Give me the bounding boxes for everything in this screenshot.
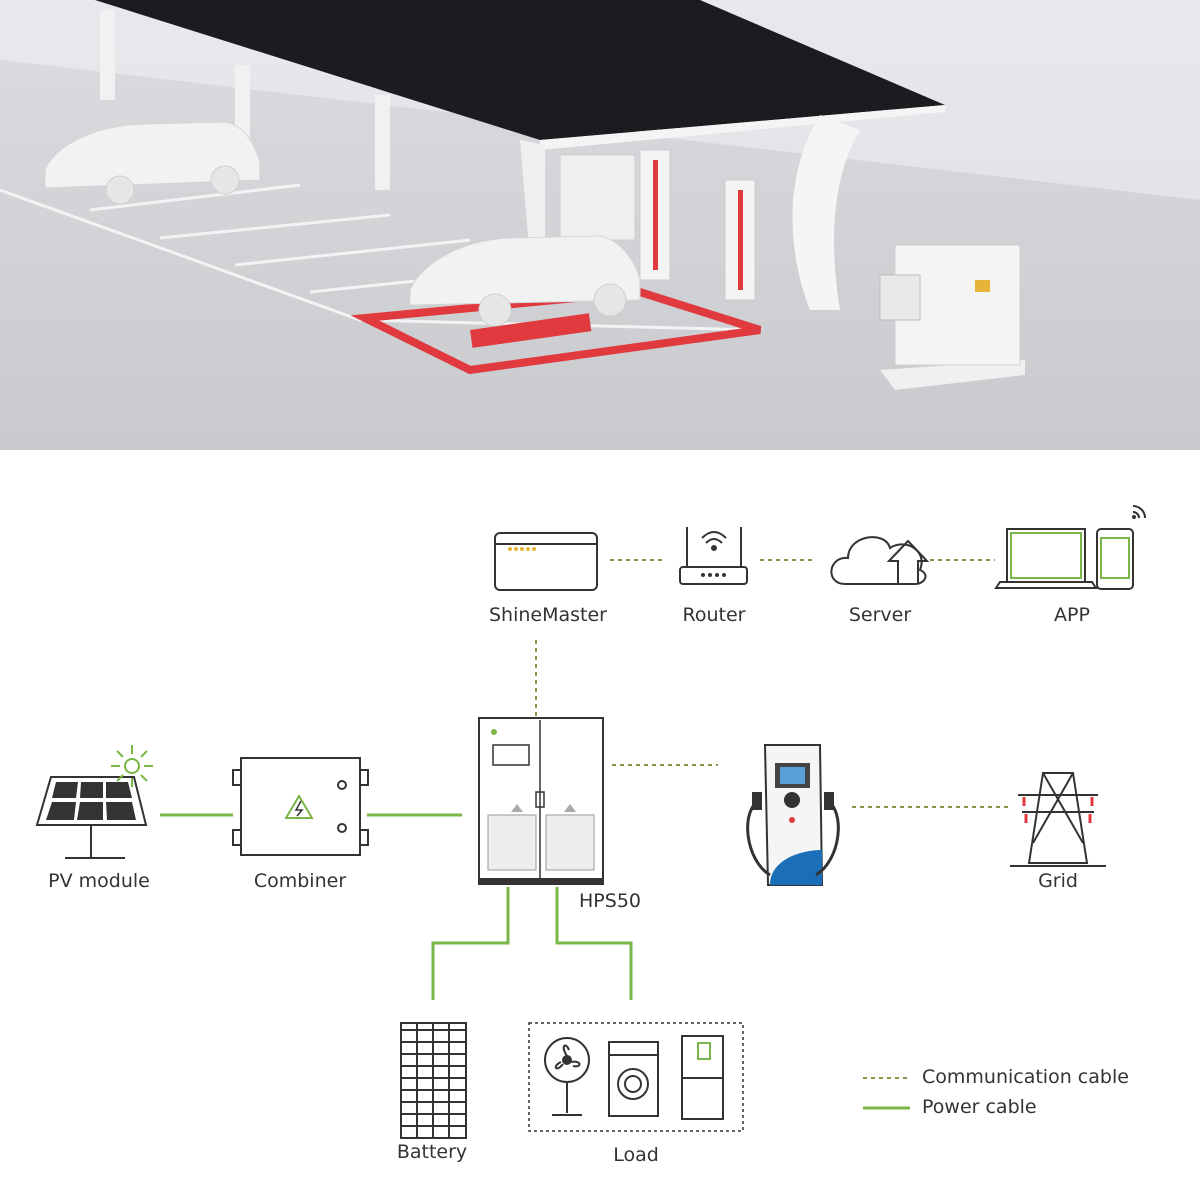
solar-carport-photo: [0, 0, 1200, 450]
ev-charger-icon: [746, 744, 840, 886]
power-cables: [160, 813, 633, 1000]
label-combiner: Combiner: [253, 870, 347, 892]
label-shinemaster: ShineMaster: [489, 604, 607, 626]
solar-canopy: [95, 0, 945, 310]
hps-cabinet-photo: [879, 244, 1025, 390]
transmission-tower-icon: [1010, 772, 1106, 867]
solar-panel-icon: [35, 745, 153, 859]
communication-cables: [535, 559, 1010, 808]
charger-posts: [100, 10, 756, 301]
label-battery: Battery: [396, 1141, 468, 1163]
inverter-cabinet-icon: [478, 717, 604, 885]
combiner-box-icon: [232, 757, 369, 856]
label-router: Router: [682, 604, 746, 626]
battery-rack-icon: [400, 1022, 467, 1139]
label-load: Load: [613, 1144, 659, 1166]
label-hps50: HPS50: [579, 890, 641, 912]
laptop-phone-icon: [994, 505, 1146, 590]
system-diagram: [35, 505, 1146, 1139]
appliances-icon: [528, 1022, 744, 1132]
label-grid: Grid: [1038, 870, 1078, 892]
datalogger-icon: [494, 532, 598, 591]
legend-communication-label: Communication cable: [922, 1066, 1129, 1088]
legend-power-label: Power cable: [922, 1096, 1037, 1118]
router-icon: [679, 527, 748, 585]
label-pv-module: PV module: [48, 870, 150, 892]
sun-icon: [111, 745, 153, 787]
cloud-upload-icon: [830, 536, 930, 585]
label-app: APP: [1054, 604, 1090, 626]
cars: [44, 121, 641, 327]
label-server: Server: [848, 604, 912, 626]
